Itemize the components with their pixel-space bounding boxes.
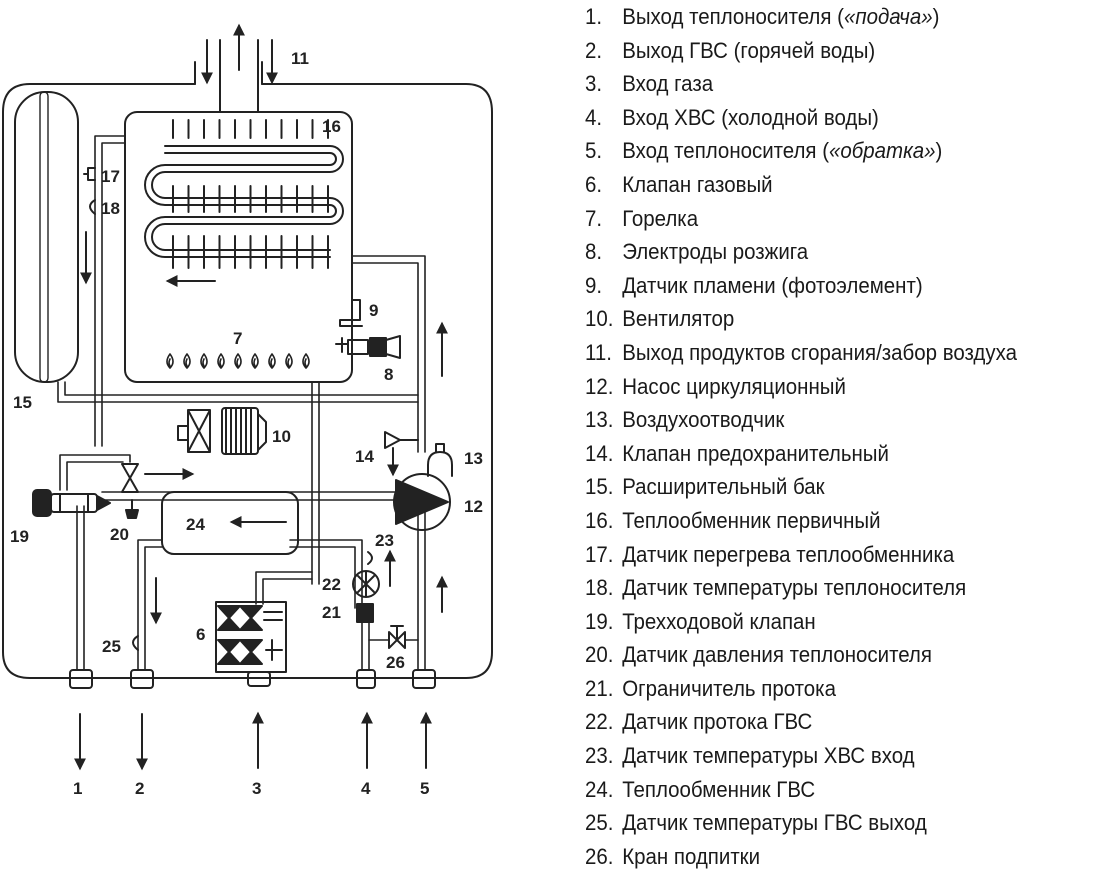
callout-25: 25 (102, 637, 121, 656)
primary-heat-exchanger (144, 119, 344, 287)
callout-1: 1 (73, 779, 82, 798)
callout-20: 20 (110, 525, 129, 544)
callout-12: 12 (464, 497, 483, 516)
air-vent (427, 451, 453, 477)
flow-arrows (74, 231, 448, 771)
callout-21: 21 (322, 603, 341, 622)
dhw-temp-sensor (132, 635, 139, 651)
legend-item: 14.Клапан предохранительный (585, 440, 889, 466)
legend-item: 16.Теплообменник первичный (585, 507, 881, 533)
legend-item: 23.Датчик температуры ХВС вход (585, 743, 915, 769)
dhw-flow-sensor (352, 570, 380, 598)
flow-limiter (356, 603, 374, 623)
callout-3: 3 (252, 779, 261, 798)
callout-22: 22 (322, 575, 341, 594)
expansion-tank (14, 91, 79, 383)
callout-23: 23 (375, 531, 394, 550)
callout-6: 6 (196, 625, 205, 644)
legend-item: 18.Датчик температуры теплоносителя (585, 575, 967, 601)
overheat-sensor (83, 167, 96, 181)
legend-item: 22.Датчик протока ГВС (585, 709, 813, 735)
legend-item: 24.Теплообменник ГВС (585, 776, 816, 802)
pressure-sensor (125, 499, 139, 519)
flame-sensor (339, 299, 363, 327)
callout-2: 2 (135, 779, 144, 798)
callout-10: 10 (272, 427, 291, 446)
callout-15: 15 (13, 393, 32, 412)
legend-item: 19.Трехходовой клапан (585, 608, 816, 634)
legend-item: 12.Насос циркуляционный (585, 373, 846, 399)
safety-valve (384, 431, 419, 477)
legend-list: 1.Выход теплоносителя («подача») 2.Выход… (585, 0, 1050, 873)
fan (177, 407, 267, 455)
legend-item: 25.Датчик температуры ГВС выход (585, 810, 927, 836)
circulation-pump (393, 473, 451, 531)
legend-item: 9.Датчик пламени (фотоэлемент) (585, 272, 923, 298)
legend-item: 13.Воздухоотводчик (585, 407, 785, 433)
callout-14: 14 (355, 447, 374, 466)
legend-item: 7.Горелка (585, 205, 699, 231)
bottom-fittings (69, 669, 436, 689)
combustion-chamber (124, 111, 353, 383)
legend-item: 8.Электроды розжига (585, 239, 809, 265)
callout-9: 9 (369, 301, 378, 320)
cold-water-temp-sensor (367, 551, 373, 565)
bypass-valve (121, 463, 139, 493)
three-way-valve (32, 489, 111, 517)
flue-duct (194, 23, 278, 113)
legend-item: 20.Датчик давления теплоносителя (585, 642, 932, 668)
legend-item: 5.Вход теплоносителя («обратка») (585, 138, 943, 164)
callout-24: 24 (186, 515, 205, 534)
ch-temp-sensor (89, 199, 96, 215)
pipework (57, 135, 426, 671)
legend-item: 4.Вход ХВС (холодной воды) (585, 104, 879, 130)
legend-item: 6.Клапан газовый (585, 171, 773, 197)
legend-item: 17.Датчик перегрева теплообменника (585, 541, 955, 567)
boiler-schematic: 1 2 3 4 5 6 7 8 9 10 11 12 13 14 15 16 1… (2, 23, 493, 798)
callout-13: 13 (464, 449, 483, 468)
callout-7: 7 (233, 329, 242, 348)
legend-item: 3.Вход газа (585, 71, 714, 97)
legend-item: 2.Выход ГВС (горячей воды) (585, 37, 876, 63)
legend-item: 1.Выход теплоносителя («подача») (585, 4, 940, 29)
callout-4: 4 (361, 779, 371, 798)
callout-17: 17 (101, 167, 120, 186)
callout-19: 19 (10, 527, 29, 546)
callout-5: 5 (420, 779, 429, 798)
ignition-electrodes (335, 335, 401, 359)
callout-26: 26 (386, 653, 405, 672)
dhw-heat-exchanger (161, 491, 299, 555)
makeup-tap (388, 625, 406, 649)
gas-valve (215, 601, 287, 687)
legend-item: 10.Вентилятор (585, 306, 735, 332)
callout-8: 8 (384, 365, 393, 384)
callout-11: 11 (291, 49, 309, 68)
legend-item: 11.Выход продуктов сгорания/забор воздух… (585, 339, 1017, 365)
legend-item: 26.Кран подпитки (585, 843, 761, 869)
legend-item: 21.Ограничитель протока (585, 675, 836, 701)
callout-16: 16 (322, 117, 341, 136)
callout-18: 18 (101, 199, 120, 218)
legend-item: 15.Расширительный бак (585, 474, 825, 500)
burner (166, 353, 310, 369)
